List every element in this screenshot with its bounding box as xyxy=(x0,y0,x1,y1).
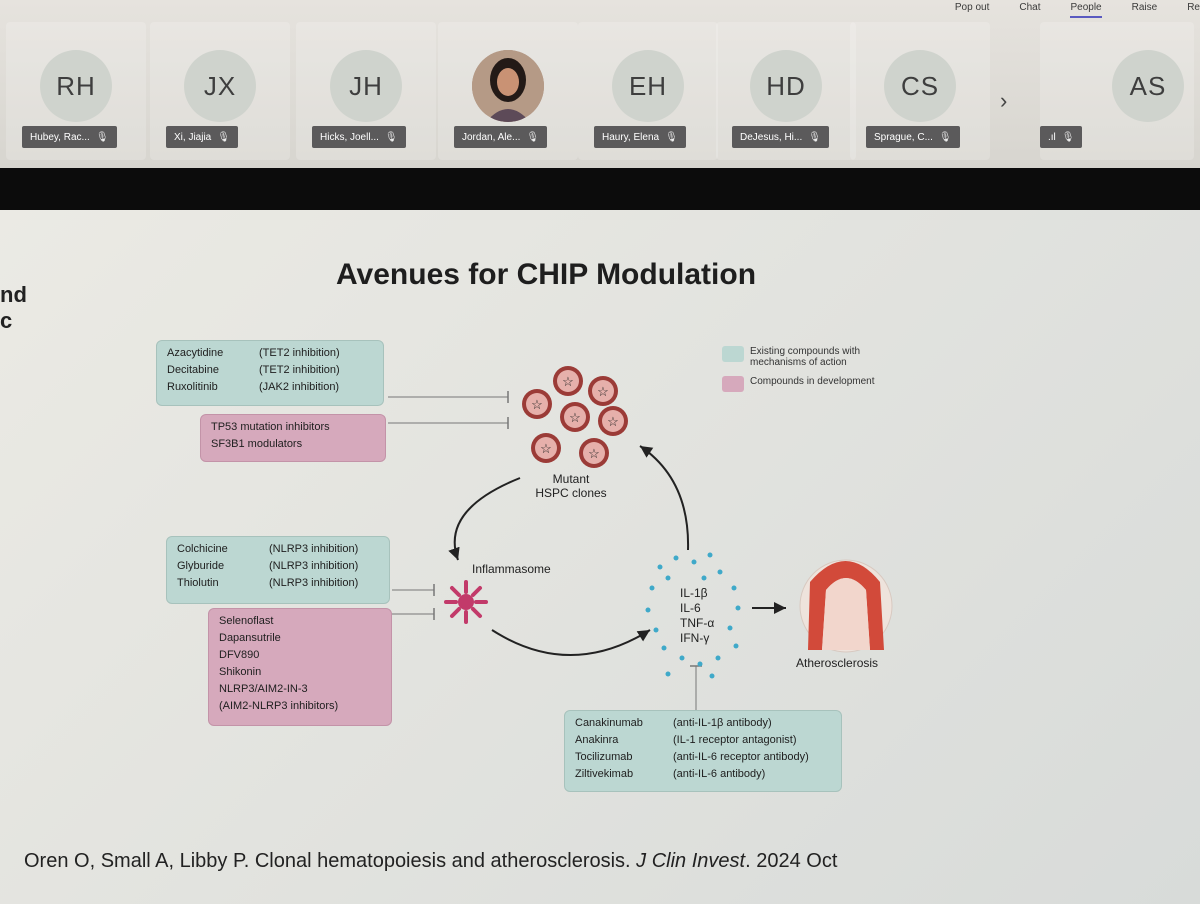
svg-text:☆: ☆ xyxy=(607,414,619,429)
mic-icon: 🎙 xyxy=(665,131,678,143)
avatar: CS xyxy=(884,50,956,122)
inflammasome-icon xyxy=(444,580,488,624)
mic-icon: 🎙 xyxy=(1061,131,1075,143)
avatar: AS xyxy=(1112,50,1184,122)
mic-icon: 🎙 xyxy=(526,131,540,143)
inflammasome-label: Inflammasome xyxy=(472,562,551,576)
screen-share-divider xyxy=(0,168,1200,210)
cytokine-dots xyxy=(645,552,741,679)
participant-tile[interactable]: AS .ıl 🎙 xyxy=(1040,22,1194,160)
participant-tile[interactable]: RH Hubey, Rac...🎙 xyxy=(6,22,146,160)
arrow-to-hspc xyxy=(639,445,690,551)
participant-name-tag: Haury, Elena🎙 xyxy=(594,126,686,148)
participant-tile[interactable]: Jordan, Ale...🎙 xyxy=(438,22,578,160)
slide-title: Avenues for CHIP Modulation xyxy=(336,258,757,291)
existing-compounds-box-cytokines: Canakinumab(anti-IL-1β antibody) Anakinr… xyxy=(564,710,842,792)
chip-diagram: ☆ ☆ ☆ ☆ ☆ ☆ ☆ xyxy=(388,366,893,710)
arrow-to-inflammasome xyxy=(448,477,521,561)
participant-name-tag: Hubey, Rac...🎙 xyxy=(22,126,117,148)
svg-text:☆: ☆ xyxy=(569,410,581,425)
avatar: EH xyxy=(612,50,684,122)
avatar: RH xyxy=(40,50,112,122)
artery-icon xyxy=(799,559,893,653)
participant-tile[interactable]: CS Sprague, C...🎙 xyxy=(850,22,990,160)
legend-swatch xyxy=(722,346,744,362)
svg-text:☆: ☆ xyxy=(588,446,600,461)
mic-icon: 🎙 xyxy=(217,131,230,143)
citation: Oren O, Small A, Libby P. Clonal hematop… xyxy=(24,850,838,872)
development-compounds-box-inflammasome: Selenoflast Dapansutrile DFV890 Shikonin… xyxy=(208,608,392,726)
participant-strip: RH Hubey, Rac...🎙 JX Xi, Jiajia🎙 JH Hick… xyxy=(0,22,1200,162)
avatar: HD xyxy=(750,50,822,122)
svg-text:☆: ☆ xyxy=(597,384,609,399)
participant-name-tag: DeJesus, Hi...🎙 xyxy=(732,126,829,148)
arrow-to-cytokines xyxy=(491,629,651,656)
existing-compounds-box-hspc: Azacytidine(TET2 inhibition) Decitabine(… xyxy=(156,340,384,406)
mutant-hspc-cells: ☆ ☆ ☆ ☆ ☆ ☆ ☆ xyxy=(522,366,628,468)
avatar: JH xyxy=(330,50,402,122)
participant-name-tag: .ıl 🎙 xyxy=(1040,126,1083,148)
existing-compounds-box-inflammasome: Colchicine(NLRP3 inhibition) Glyburide(N… xyxy=(166,536,390,604)
meeting-top-bar: Pop out Chat People Raise Re RH Hubey, R… xyxy=(0,0,1200,168)
svg-text:☆: ☆ xyxy=(562,374,574,389)
legend-swatch xyxy=(722,376,744,392)
legend-item-development: Compounds in development xyxy=(722,376,910,392)
mic-icon: 🎙 xyxy=(384,131,398,143)
mic-icon: 🎙 xyxy=(938,131,952,143)
participant-name-tag: Sprague, C...🎙 xyxy=(866,126,960,148)
participant-tile[interactable]: EH Haury, Elena🎙 xyxy=(578,22,718,160)
pop-out-button[interactable]: Pop out xyxy=(954,2,990,13)
people-button[interactable]: People xyxy=(1070,0,1102,18)
legend: Existing compounds with mechanisms of ac… xyxy=(722,346,910,400)
svg-text:☆: ☆ xyxy=(531,397,543,412)
signal-icon: .ıl xyxy=(1048,131,1056,143)
person-photo-icon xyxy=(472,50,544,122)
chat-button[interactable]: Chat xyxy=(1019,2,1041,13)
participant-tile[interactable]: JH Hicks, Joell...🎙 xyxy=(296,22,436,160)
legend-item-existing: Existing compounds with mechanisms of ac… xyxy=(722,346,910,368)
participant-name-tag: Hicks, Joell...🎙 xyxy=(312,126,406,148)
meeting-nav: Pop out Chat People Raise Re xyxy=(955,0,1200,18)
participant-name-tag: Jordan, Ale...🎙 xyxy=(454,126,548,148)
chevron-right-icon[interactable]: › xyxy=(1000,88,1008,113)
atherosclerosis-label: Atherosclerosis xyxy=(796,656,879,670)
mutant-hspc-label: Mutant HSPC clones xyxy=(535,472,607,500)
mic-icon: 🎙 xyxy=(808,131,821,143)
raise-hand-button[interactable]: Raise xyxy=(1131,2,1158,13)
participant-tile[interactable]: JX Xi, Jiajia🎙 xyxy=(150,22,290,160)
react-button[interactable]: Re xyxy=(1187,2,1200,13)
participant-tile[interactable]: HD DeJesus, Hi...🎙 xyxy=(716,22,856,160)
svg-text:☆: ☆ xyxy=(540,441,552,456)
cytokine-list: IL-1β IL-6 TNF-α IFN-γ xyxy=(680,586,715,645)
avatar-photo xyxy=(472,50,544,122)
avatar: JX xyxy=(184,50,256,122)
mic-icon: 🎙 xyxy=(95,131,109,143)
participant-name-tag: Xi, Jiajia🎙 xyxy=(166,126,238,148)
development-compounds-box-hspc: TP53 mutation inhibitors SF3B1 modulator… xyxy=(200,414,386,462)
